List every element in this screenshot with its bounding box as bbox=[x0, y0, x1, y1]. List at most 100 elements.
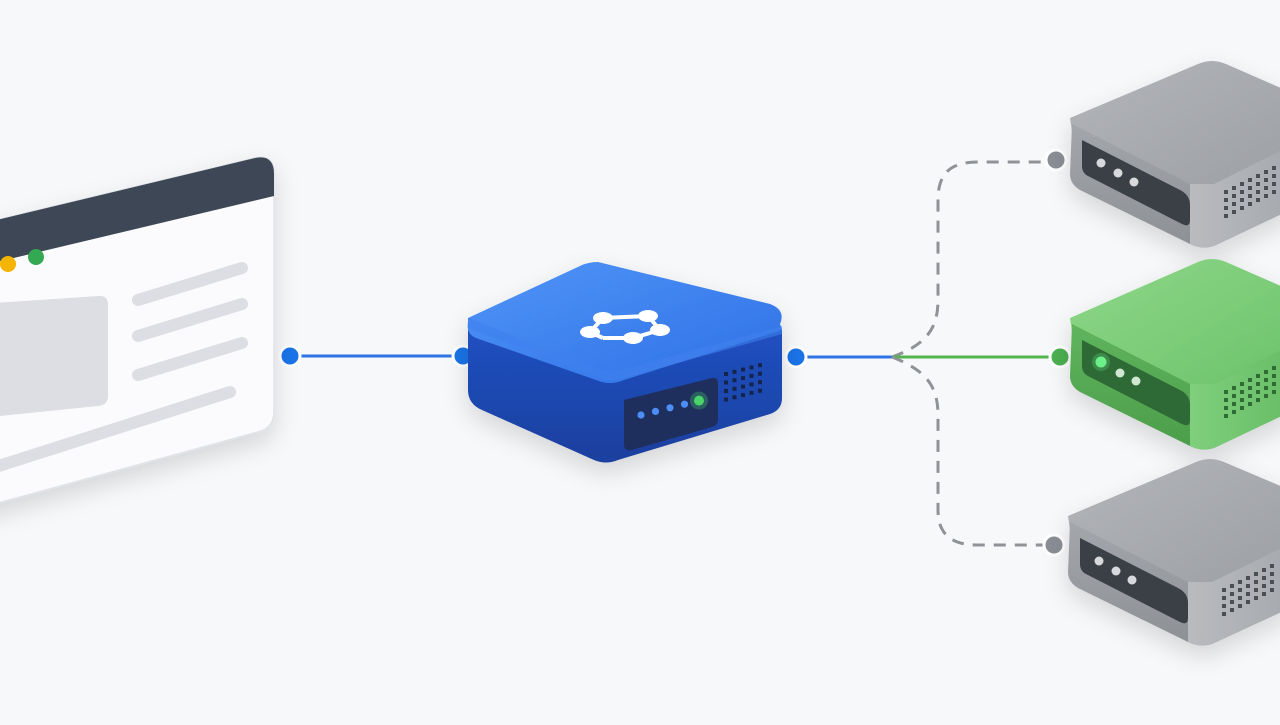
vent-hole bbox=[1224, 198, 1228, 202]
vent-hole bbox=[1238, 588, 1242, 592]
connector-to-server-middle bbox=[892, 345, 1072, 369]
browser-text-line bbox=[0, 386, 236, 472]
vent-hole bbox=[1270, 580, 1274, 584]
active-led bbox=[1095, 356, 1107, 368]
vent-hole bbox=[1272, 366, 1276, 370]
vent-hole bbox=[1264, 394, 1268, 398]
browser-window bbox=[0, 156, 275, 504]
vent-hole bbox=[1256, 182, 1260, 186]
vent-hole bbox=[1256, 190, 1260, 194]
vent-hole bbox=[1232, 186, 1236, 190]
connector-to-server-top bbox=[891, 148, 1068, 359]
vent-hole bbox=[1246, 592, 1250, 596]
server-bottom bbox=[1068, 459, 1280, 646]
vent-hole bbox=[749, 365, 754, 370]
status-led-active bbox=[694, 395, 704, 406]
vent-hole bbox=[1224, 398, 1228, 402]
browser-title-bar bbox=[0, 157, 274, 262]
vent-hole bbox=[1222, 596, 1226, 600]
vent-hole bbox=[1224, 390, 1228, 394]
vent-hole bbox=[758, 380, 762, 385]
port-dot-balancer-out bbox=[784, 345, 808, 369]
vent-hole bbox=[749, 382, 754, 387]
browser-dot-yellow bbox=[0, 256, 16, 272]
vent-hole bbox=[1246, 600, 1250, 604]
vent-hole bbox=[1232, 210, 1236, 214]
status-led bbox=[637, 411, 645, 419]
browser-text-line bbox=[132, 262, 248, 306]
vent-hole bbox=[1248, 178, 1252, 182]
vent-hole bbox=[1232, 410, 1236, 414]
vent-hole bbox=[724, 389, 728, 393]
vent-hole bbox=[1254, 596, 1258, 600]
vent-hole bbox=[1254, 588, 1258, 592]
vent-hole bbox=[749, 390, 754, 395]
vent-hole bbox=[1232, 394, 1236, 398]
vent-hole bbox=[1224, 190, 1228, 194]
status-led-group bbox=[637, 391, 708, 419]
vent-hole bbox=[1232, 194, 1236, 198]
server-middle-indicators bbox=[1092, 353, 1141, 386]
vent-hole bbox=[1248, 186, 1252, 190]
vent-hole bbox=[1240, 406, 1244, 410]
server-top bbox=[1070, 61, 1280, 248]
vent-hole bbox=[1256, 174, 1260, 178]
port-dot-server-bottom bbox=[1042, 533, 1066, 557]
vent-hole bbox=[1222, 588, 1226, 592]
vent-hole bbox=[1238, 596, 1242, 600]
vent-hole bbox=[749, 373, 754, 378]
vent-hole bbox=[1270, 588, 1274, 592]
vent-hole bbox=[1230, 608, 1234, 612]
vent-hole bbox=[1256, 398, 1260, 402]
vent-hole bbox=[1240, 206, 1244, 210]
vent-hole bbox=[1240, 182, 1244, 186]
status-led bbox=[680, 400, 689, 408]
vent-hole bbox=[1232, 386, 1236, 390]
browser-contents bbox=[0, 249, 248, 472]
vent-hole bbox=[741, 384, 745, 389]
server-middle-vent-grille bbox=[1224, 366, 1276, 418]
browser-text-line bbox=[132, 337, 248, 381]
vent-hole bbox=[1264, 370, 1268, 374]
vent-hole bbox=[1248, 386, 1252, 390]
port-dot-client bbox=[278, 344, 302, 368]
port-dot-server-middle bbox=[1048, 345, 1072, 369]
vent-hole bbox=[1232, 202, 1236, 206]
vent-hole bbox=[724, 380, 728, 385]
server-bottom-indicators bbox=[1094, 556, 1137, 585]
vent-hole bbox=[732, 369, 737, 374]
vent-hole bbox=[741, 393, 745, 398]
vent-hole bbox=[1272, 390, 1276, 394]
vent-hole bbox=[1272, 190, 1276, 194]
vent-hole bbox=[1272, 166, 1276, 170]
vent-hole bbox=[1254, 580, 1258, 584]
connector-client-to-balancer bbox=[278, 344, 475, 368]
vent-hole bbox=[1240, 190, 1244, 194]
vent-hole bbox=[1224, 414, 1228, 418]
vent-hole bbox=[1246, 584, 1250, 588]
vent-hole bbox=[1262, 584, 1266, 588]
status-led bbox=[666, 404, 674, 412]
vent-hole bbox=[1240, 398, 1244, 402]
vent-hole bbox=[1222, 604, 1226, 608]
port-dot-server-top bbox=[1044, 148, 1068, 172]
status-led-glow bbox=[690, 391, 708, 410]
vent-hole bbox=[724, 372, 728, 376]
vent-hole bbox=[1272, 374, 1276, 378]
vent-hole bbox=[1248, 202, 1252, 206]
vent-hole bbox=[1256, 390, 1260, 394]
server-top-indicators bbox=[1096, 158, 1139, 187]
vent-hole bbox=[1240, 198, 1244, 202]
vent-hole bbox=[1264, 386, 1268, 390]
vent-hole bbox=[1262, 592, 1266, 596]
vent-hole bbox=[1222, 612, 1226, 616]
vent-hole bbox=[758, 388, 762, 393]
vent-hole bbox=[1230, 584, 1234, 588]
vent-hole bbox=[1270, 564, 1274, 568]
vent-hole bbox=[1230, 592, 1234, 596]
vent-hole bbox=[1232, 402, 1236, 406]
vent-hole bbox=[758, 363, 762, 368]
vent-hole bbox=[1262, 576, 1266, 580]
